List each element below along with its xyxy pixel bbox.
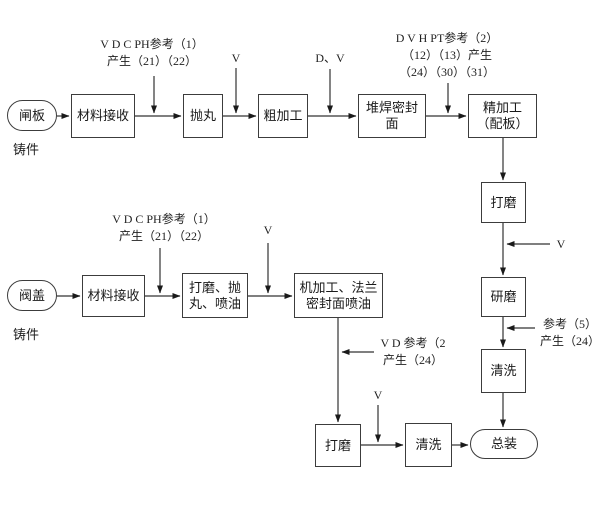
terminator-final-assembly: 总装 (470, 429, 538, 459)
process-machining-flange-oil: 机加工、法兰 密封面喷油 (294, 273, 383, 318)
process-material-receiving-bottom: 材料接收 (82, 275, 145, 317)
note-v-bonnet: V (263, 223, 273, 237)
process-lapping: 研磨 (481, 277, 526, 317)
process-rough-machining: 粗加工 (258, 94, 308, 138)
process-finish-machining: 精加工 （配板） (468, 94, 537, 138)
note-v-right: V (556, 237, 566, 251)
process-cleaning-bottom: 清洗 (405, 423, 452, 467)
terminator-gate-plate: 闸板 (7, 100, 57, 131)
process-cleaning-right: 清洗 (481, 349, 526, 393)
note-ref5: 参考（5） 产生（24） (539, 317, 600, 348)
process-grinding-right: 打磨 (481, 182, 526, 223)
note-dvhpt: D V H PT参考（2） （12）（13）产生 （24）（30）（31） (395, 31, 499, 79)
process-grind-blast-oil: 打磨、抛 丸、喷油 (182, 273, 248, 318)
note-v-top: V (231, 51, 241, 65)
note-vd-ref2: V D 参考（2 产生（24） (380, 336, 446, 367)
note-v-bottom: V (373, 388, 383, 402)
note-vdcph-bottom: V D C PH参考（1） 产生（21）（22） (112, 212, 216, 243)
process-weld-sealing-face: 堆焊密封 面 (358, 94, 426, 138)
process-shot-blasting: 抛丸 (183, 94, 223, 138)
process-material-receiving-top: 材料接收 (71, 94, 135, 138)
caption-casting-top: 铸件 (13, 142, 40, 157)
note-vdcph-top: V D C PH参考（1） 产生（21）（22） (100, 37, 204, 68)
caption-casting-bottom: 铸件 (13, 327, 40, 342)
process-grinding-bottom: 打磨 (315, 424, 361, 467)
terminator-valve-bonnet: 阀盖 (7, 280, 57, 311)
note-dv: D、V (315, 51, 345, 65)
